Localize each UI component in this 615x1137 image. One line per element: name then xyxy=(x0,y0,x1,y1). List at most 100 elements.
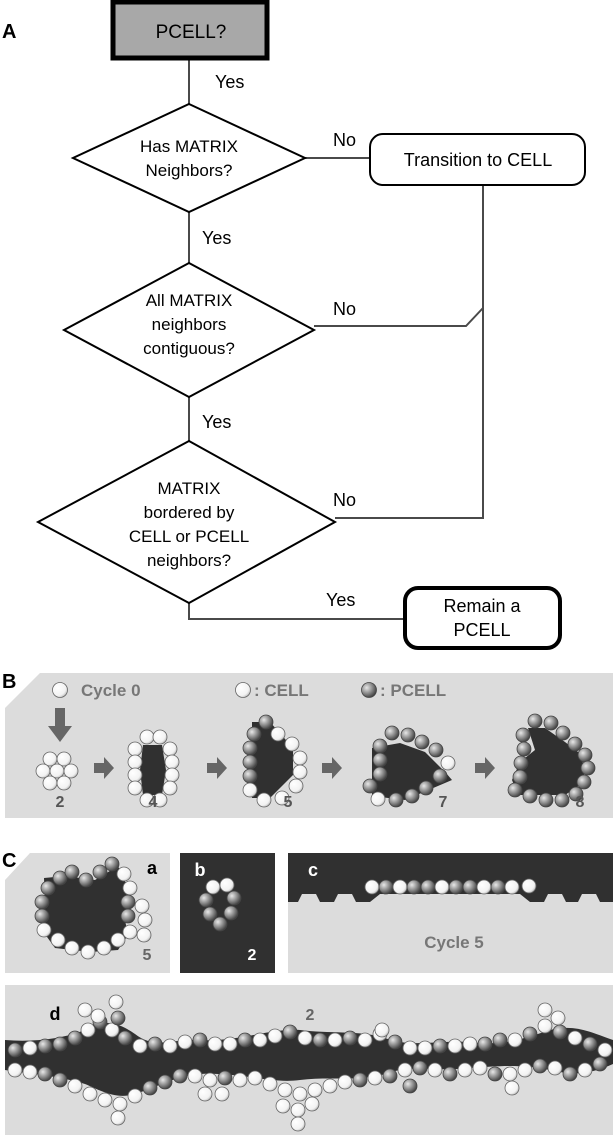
pcell-ball xyxy=(462,879,478,895)
cell-ball xyxy=(440,755,456,771)
cell-ball xyxy=(370,791,386,807)
cell-ball xyxy=(434,879,450,895)
pcell-ball xyxy=(40,880,56,896)
cell-ball xyxy=(112,1096,128,1112)
pcell-ball xyxy=(582,1036,598,1052)
pcell-ball xyxy=(92,864,108,880)
cell-ball xyxy=(288,778,304,794)
stage-number-2: 2 xyxy=(56,794,65,811)
pcell-ball xyxy=(362,778,378,794)
pcell-ball xyxy=(492,1032,508,1048)
start-label: PCELL? xyxy=(156,22,227,43)
yes-label-2: Yes xyxy=(202,228,231,248)
panel-label-B: B xyxy=(2,671,16,693)
cell-ball xyxy=(292,764,308,780)
pcell-ball xyxy=(567,736,583,752)
right-arrow-icon xyxy=(475,757,495,779)
pcell-ball xyxy=(562,1066,578,1082)
cell-ball xyxy=(127,780,143,796)
cell-ball xyxy=(252,1032,268,1048)
cb-number: 2 xyxy=(248,947,257,964)
pcell-ball xyxy=(404,788,420,804)
pcell-ball xyxy=(522,788,538,804)
pcell-ball xyxy=(432,768,448,784)
cc-caption: Cycle 5 xyxy=(424,933,484,952)
q3-line3: CELL or PCELL xyxy=(129,527,249,546)
cell-ball xyxy=(364,879,380,895)
cell-ball xyxy=(152,729,168,745)
pcell-ball xyxy=(157,1074,173,1090)
cell-ball xyxy=(327,1032,343,1048)
pcell-ball xyxy=(577,747,593,763)
q3-line1: MATRIX xyxy=(158,479,221,498)
cell-ball xyxy=(50,932,66,948)
stage-number-8: 8 xyxy=(576,794,585,811)
legend-cell-label: : CELL xyxy=(254,681,309,700)
pcell-ball xyxy=(513,755,529,771)
cell-ball xyxy=(304,1096,320,1112)
right-arrow-icon xyxy=(322,757,342,779)
connector-transition-down xyxy=(335,185,484,519)
pcell-ball xyxy=(34,908,50,924)
pcell-ball xyxy=(202,906,218,922)
q2-line1: All MATRIX xyxy=(146,291,233,310)
cell-ball xyxy=(256,792,272,808)
cell-ball xyxy=(177,1034,193,1050)
pcell-ball xyxy=(52,1036,68,1052)
panel-b-legend: Cycle 0 : CELL : PCELL xyxy=(52,681,446,700)
pcell-ball xyxy=(78,872,94,888)
cell-ball xyxy=(116,866,132,882)
cell-ball xyxy=(550,1010,566,1026)
down-arrow-icon xyxy=(48,708,72,742)
panel-label-d: d xyxy=(50,1004,61,1024)
legend-cell-icon xyxy=(235,682,251,698)
pcell-ball xyxy=(352,1072,368,1088)
cell-ball xyxy=(42,751,58,767)
cell-ball xyxy=(597,1042,613,1058)
cell-ball xyxy=(397,1062,413,1078)
pcell-ball xyxy=(242,740,258,756)
pcell-ball xyxy=(538,792,554,808)
cell-ball xyxy=(137,912,153,928)
q2-line3: contiguous? xyxy=(143,339,235,358)
cell-ball xyxy=(202,1072,218,1088)
cell-ball xyxy=(476,879,492,895)
cell-ball xyxy=(64,940,80,956)
pcell-ball xyxy=(282,1024,298,1040)
pcell-ball xyxy=(372,766,388,782)
pcell-ball xyxy=(217,1070,233,1086)
cell-ball xyxy=(42,775,58,791)
pcell-ball xyxy=(120,894,136,910)
pcell-ball xyxy=(226,890,242,906)
pcell-ball xyxy=(406,879,422,895)
cell-ball xyxy=(262,1076,278,1092)
cell-ball xyxy=(152,792,168,808)
pcell-ball xyxy=(384,725,400,741)
cell-ball xyxy=(417,1040,433,1056)
pcell-ball xyxy=(432,1038,448,1054)
cell-ball xyxy=(80,1022,96,1038)
pcell-ball xyxy=(420,879,436,895)
cell-ball xyxy=(290,1116,306,1132)
cell-ball xyxy=(462,1036,478,1052)
matrix-blob-4 xyxy=(140,745,166,795)
pcell-ball xyxy=(532,1058,548,1074)
cell-ball xyxy=(447,1038,463,1054)
stage-number-7: 7 xyxy=(439,794,448,811)
pcell-ball xyxy=(37,1066,53,1082)
panel-label-A: A xyxy=(2,21,16,43)
remain-line2: PCELL xyxy=(453,620,510,640)
legend-pcell-icon xyxy=(361,682,377,698)
panel-b-cells xyxy=(35,713,596,808)
pcell-ball xyxy=(212,916,228,932)
cell-ball xyxy=(292,750,308,766)
pcell-ball xyxy=(418,780,434,796)
cell-ball xyxy=(122,880,138,896)
panel-cc-cells xyxy=(364,878,537,895)
cell-ball xyxy=(122,924,138,940)
pcell-ball xyxy=(52,870,68,886)
cell-ball xyxy=(67,1078,83,1094)
stage-number-5: 5 xyxy=(284,794,293,811)
right-arrow-icon xyxy=(207,757,227,779)
